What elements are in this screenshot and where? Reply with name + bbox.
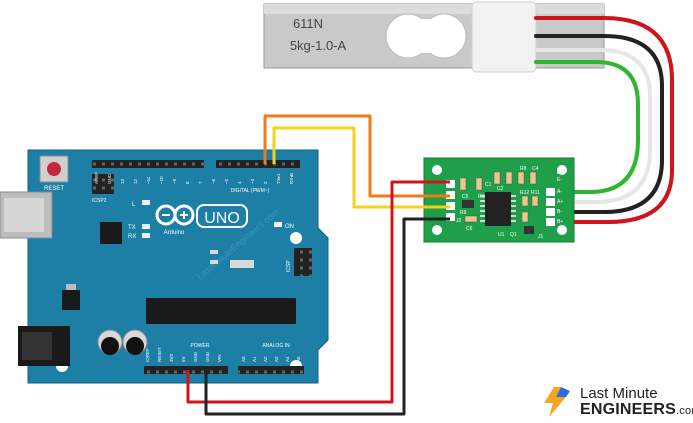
hx711-pin-a-minus: A- (557, 189, 562, 195)
status-leds (142, 200, 282, 238)
power-pin-label-4: GND (193, 351, 198, 362)
load-cell-model: 611N (293, 16, 323, 31)
top-header-label-14: TX▸1 (276, 173, 281, 184)
hx711-pin-b-plus: B+ (557, 219, 563, 225)
hx711-silk-r11: R11 (531, 190, 540, 196)
top-header-label-6: ~9 (172, 178, 177, 184)
reset-label: RESET (44, 186, 64, 192)
hx711-silk-c5: C5 (462, 194, 469, 200)
analog-pin-label-2: A2 (263, 356, 268, 362)
hx711-pin-e-plus: E+ (557, 170, 563, 176)
arduino-logo: UNO Arduino (155, 204, 248, 236)
analog-pin-label-4: A4 (285, 356, 290, 362)
hx711-silk-c2: C2 (497, 186, 504, 192)
brand-domain: .com (676, 405, 693, 417)
hx711-module: C5 C1 C2 R8 C4 R9 R1 R12 R11 U1 C6 Q1 J2… (423, 157, 575, 243)
hx711-silk-c6: C6 (466, 226, 473, 232)
digital-header-left (92, 160, 204, 168)
hx711-silk-c1: C1 (485, 182, 492, 188)
top-header-label-1: GND (107, 173, 112, 184)
hx711-right-pins (546, 188, 555, 226)
power-label: POWER (191, 343, 210, 349)
icsp-label: ICSP (286, 260, 292, 272)
top-header-label-8: 7 (198, 181, 203, 184)
analog-pin-label-0: A0 (241, 356, 246, 362)
power-pin-label-5: GND (205, 351, 210, 362)
hx711-pin-b-minus: B- (557, 209, 562, 215)
hx711-silk-q1: Q1 (510, 232, 517, 238)
load-cell-rating: 5kg-1.0-A (290, 38, 347, 53)
icsp2-label: ICSP2 (92, 198, 107, 204)
analog-pin-label-3: A3 (274, 356, 279, 362)
power-pin-label-2: 3V3 (169, 353, 174, 362)
power-pin-label-3: 5V (181, 356, 186, 362)
hx711-silk-u1: U1 (498, 232, 505, 238)
top-header-label-2: 13 (120, 178, 125, 184)
analog-pin-labels: A0 A1 A2 A3 A4 A5 (241, 356, 301, 362)
top-header-label-13: 2 (263, 181, 268, 184)
voltage-regulator (62, 290, 80, 310)
uno-badge (196, 204, 248, 228)
hx711-silk-r8: R8 (520, 166, 527, 172)
brand-line1: Last Minute (580, 385, 658, 402)
maker-name: Arduino (164, 230, 185, 236)
hx711-silk-r12: R12 (520, 190, 529, 196)
power-header (144, 366, 228, 374)
bolt-icon (544, 387, 570, 417)
hx711-silk-j1: J1 (538, 234, 544, 240)
power-pin-label-1: RESET (157, 347, 162, 362)
top-header-label-4: ~11 (146, 176, 151, 184)
analog-pin-label-5: A5 (296, 356, 301, 362)
digital-label: DIGITAL (PWM~) (231, 188, 270, 194)
top-header-label-12: ~3 (250, 178, 255, 184)
icsp-header (294, 248, 312, 276)
top-header-labels: AREF GND 13 12 ~11 ~10 ~9 8 7 ~6 ~5 4 ~3 2 TX▸1 RX◂0 (94, 172, 294, 184)
power-pin-labels: IOREF RESET 3V3 5V GND GND VIN (145, 347, 222, 362)
top-header-label-11: 4 (237, 181, 242, 184)
analog-header (238, 366, 304, 374)
load-cell-wires (534, 16, 674, 224)
power-pin-label-0: IOREF (145, 348, 150, 362)
led-tx-label: TX (128, 225, 136, 231)
top-header-label-5: ~10 (159, 176, 164, 184)
digital-header-right (216, 160, 300, 168)
led-rx-label: RX (128, 234, 136, 240)
top-header-label-10: ~5 (224, 178, 229, 184)
brand-name: ENGINEERS (580, 401, 677, 418)
atmega-chip (146, 298, 296, 324)
top-header-label-3: 12 (133, 178, 138, 184)
signal-wires (186, 114, 450, 416)
led-on-label: ON (285, 224, 294, 230)
analog-label: ANALOG IN (262, 343, 290, 349)
hx711-chip (485, 192, 511, 226)
top-header-label-15: RX◂0 (289, 172, 294, 184)
top-header-label-7: 8 (185, 181, 190, 184)
hx711-pin-a-plus: A+ (557, 199, 563, 205)
hx711-left-pins (446, 180, 455, 221)
icsp2-header (92, 174, 114, 194)
brand-line2: ENGINEERS.com (580, 401, 693, 419)
hx711-silk-r1: R1 (478, 194, 485, 200)
led-l-label: L (132, 202, 136, 208)
hx711-silk-c4: C4 (532, 166, 539, 172)
board-name: UNO (204, 210, 240, 227)
power-pin-label-6: VIN (217, 354, 222, 362)
analog-pin-label-1: A1 (252, 356, 257, 362)
top-header-label-9: ~6 (211, 178, 216, 184)
hx711-silk-j2: J2 (456, 218, 462, 224)
hx711-silk-r9: R9 (460, 210, 467, 216)
hx711-pin-e-minus: E- (557, 177, 562, 183)
usb-chip (100, 222, 122, 244)
top-header-label-0: AREF (94, 172, 99, 184)
